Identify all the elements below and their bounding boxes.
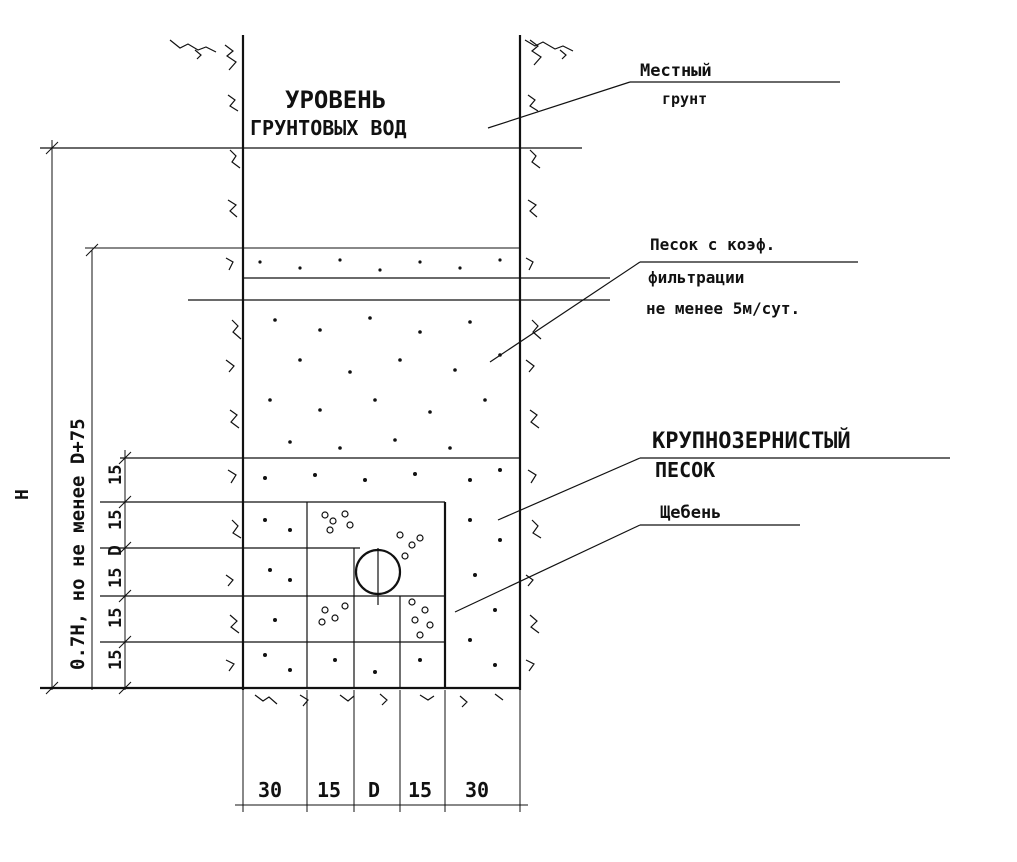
dim-left-6: 15 xyxy=(106,465,126,485)
dim-bottom-5: 30 xyxy=(465,778,489,802)
local-soil-label-line1: Местный xyxy=(640,61,712,81)
dim-left-4: D xyxy=(105,545,126,556)
coarse-sand-label-line1: КРУПНОЗЕРНИСТЫЙ xyxy=(652,428,851,454)
local-soil-label-line2: грунт xyxy=(662,90,707,108)
gravel-label: Щебень xyxy=(660,503,721,523)
dim-left-3: 15 xyxy=(106,568,126,588)
dim-H-label: H xyxy=(12,489,33,500)
coarse-sand-label-line2: ПЕСОК xyxy=(655,458,715,482)
bottom-soil-hatch xyxy=(254,693,504,708)
dim-bottom-1: 30 xyxy=(258,778,282,802)
leader-lines xyxy=(454,81,950,613)
dim-left-5: 15 xyxy=(106,510,126,530)
sand-label-line2: фильтрации xyxy=(648,268,744,287)
left-dimension-lines xyxy=(45,140,132,695)
layer-grid xyxy=(40,457,520,690)
trench-left-wall xyxy=(224,35,245,690)
sand-fill-upper-dots xyxy=(258,258,502,272)
dim-bottom-4: 15 xyxy=(408,778,432,802)
groundwater-label-line1: УРОВЕНЬ xyxy=(285,86,386,114)
dim-07H-label: 0.7H, но не менее D+75 xyxy=(67,418,89,670)
trench-right-wall xyxy=(518,35,542,690)
dim-left-1: 15 xyxy=(106,650,126,670)
sand-label-line1: Песок с коэф. xyxy=(650,235,775,254)
dim-left-2: 15 xyxy=(106,608,126,628)
groundwater-label-line2: ГРУНТОВЫХ ВОД xyxy=(250,116,407,140)
dim-bottom-3: D xyxy=(368,778,380,802)
coarse-sand-dots xyxy=(263,468,502,674)
top-soil-hatch-right xyxy=(524,39,574,60)
top-soil-hatch-left xyxy=(169,39,217,60)
gravel-stones xyxy=(318,510,434,639)
sand-label-line3: не менее 5м/сут. xyxy=(646,299,800,318)
bottom-dimension-lines xyxy=(235,690,528,812)
dim-bottom-2: 15 xyxy=(317,778,341,802)
sand-fill-dots xyxy=(268,316,502,450)
